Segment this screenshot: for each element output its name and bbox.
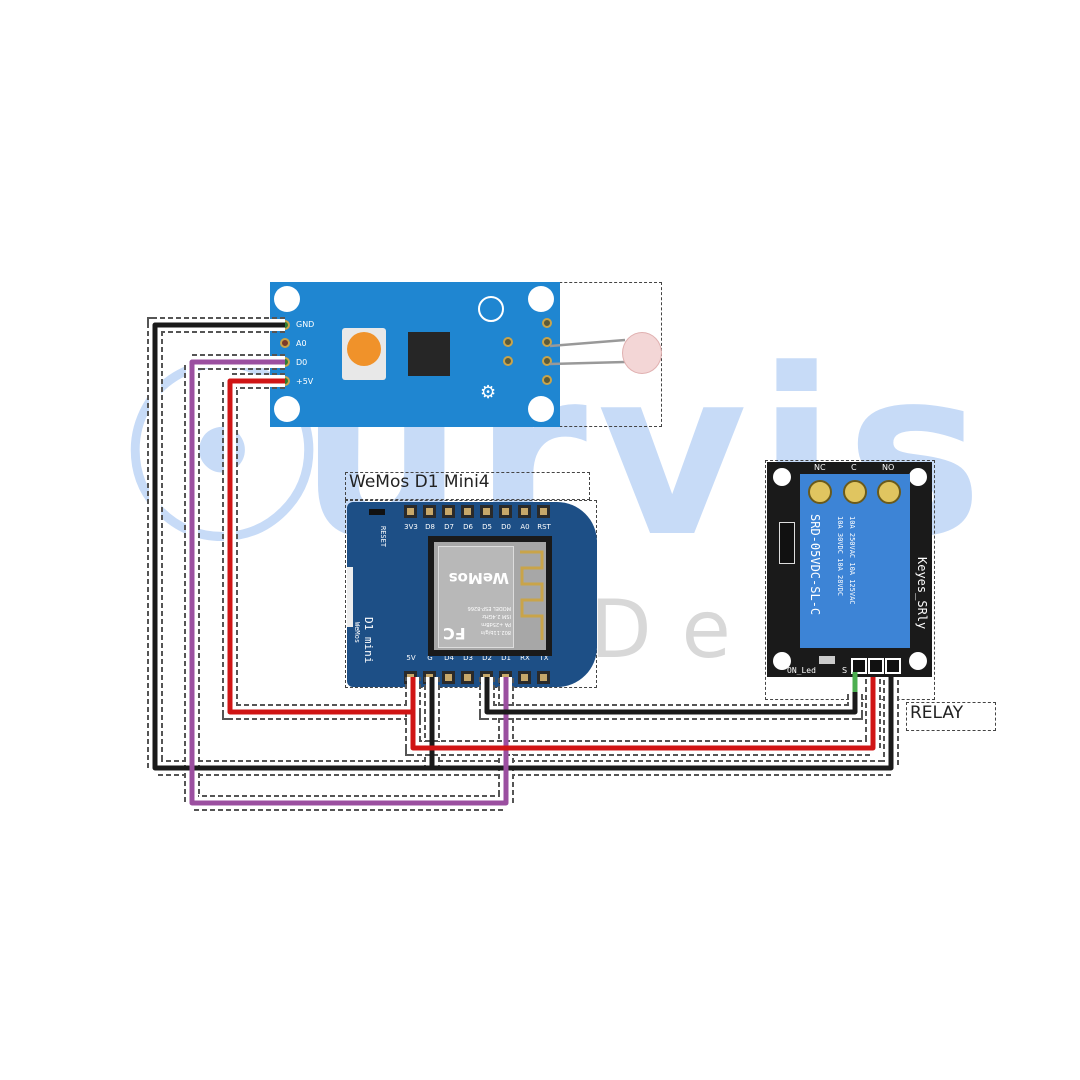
header-pin-d0[interactable] xyxy=(499,505,512,518)
power-symbol-icon xyxy=(478,296,504,322)
pin-label-d3: D3 xyxy=(463,654,473,662)
wire-sensor-d0[interactable] xyxy=(189,359,509,806)
header-pin-3v3[interactable] xyxy=(404,505,417,518)
pin-label-d4: D4 xyxy=(444,654,454,662)
gear-icon: ⚙ xyxy=(480,382,497,403)
wemos-label-outline xyxy=(345,472,590,500)
pin-label-5v: 5V xyxy=(406,654,416,662)
usb-port[interactable] xyxy=(347,567,353,627)
pin-label-d7: D7 xyxy=(444,523,454,531)
pin-label-d6: D6 xyxy=(463,523,473,531)
antenna-trace xyxy=(520,550,544,640)
header-pin-d3[interactable] xyxy=(461,671,474,684)
terminal-c[interactable] xyxy=(843,480,867,504)
signal-label: S xyxy=(842,666,848,675)
relay-label-outline xyxy=(906,702,996,731)
header-pin-d6[interactable] xyxy=(461,505,474,518)
pin-label-d0: D0 xyxy=(501,523,511,531)
pin-label-rst: RST xyxy=(537,523,551,531)
wire-sensor-gnd[interactable] xyxy=(152,322,894,771)
pin-label-d8: D8 xyxy=(425,523,435,531)
header-pin-d4[interactable] xyxy=(442,671,455,684)
pin-label-3v3: 3V3 xyxy=(404,523,418,531)
diode xyxy=(779,522,795,564)
pin-label-a0: A0 xyxy=(296,339,307,348)
header-pin-rx[interactable] xyxy=(518,671,531,684)
terminal-nc[interactable] xyxy=(808,480,832,504)
wire-sensor-5v[interactable] xyxy=(227,378,416,715)
header-pin-a0[interactable] xyxy=(518,505,531,518)
terminal-no[interactable] xyxy=(877,480,901,504)
pin-label-gnd: GND xyxy=(296,320,315,329)
potentiometer[interactable] xyxy=(342,328,386,380)
led-indicator xyxy=(819,656,835,664)
comparator-chip xyxy=(408,332,450,376)
relay-coil-housing: SRD-05VDC-SL-C 10A 250VAC 10A 125VAC 10A… xyxy=(800,474,910,648)
photoresistor[interactable] xyxy=(622,332,662,374)
terminal-label-c: C xyxy=(851,463,857,472)
wire-relay-vcc[interactable] xyxy=(410,677,876,751)
header-pin-d7[interactable] xyxy=(442,505,455,518)
relay-label: RELAY xyxy=(910,703,964,723)
esp8266-module: FC MODEL ESP-8266 ISM 2.4GHz PA +25dBm 8… xyxy=(428,536,552,656)
pin-label-tx: TX xyxy=(539,654,549,662)
led-label: ON_Led xyxy=(787,666,816,675)
header-pin-d5[interactable] xyxy=(480,505,493,518)
pin-label-d5: D5 xyxy=(482,523,492,531)
pin-label-g: G xyxy=(427,654,433,662)
pin-label-d0: D0 xyxy=(296,358,308,367)
terminal-label-no: NO xyxy=(882,463,895,472)
pin-label-5v: +5V xyxy=(296,377,314,386)
pin-label-d2: D2 xyxy=(482,654,492,662)
header-pin-tx[interactable] xyxy=(537,671,550,684)
pin-label-a0: A0 xyxy=(520,523,530,531)
header-pin-rst[interactable] xyxy=(537,505,550,518)
pin-label-d1: D1 xyxy=(501,654,511,662)
wire-relay-signal[interactable] xyxy=(484,677,858,715)
reset-button[interactable] xyxy=(369,509,385,515)
light-sensor-module[interactable]: ⚙ GND A0 D0 +5V xyxy=(270,282,560,427)
header-pin-d8[interactable] xyxy=(423,505,436,518)
wemos-title: WeMos D1 Mini4 xyxy=(349,472,490,492)
terminal-label-nc: NC xyxy=(814,463,826,472)
pin-label-rx: RX xyxy=(520,654,530,662)
